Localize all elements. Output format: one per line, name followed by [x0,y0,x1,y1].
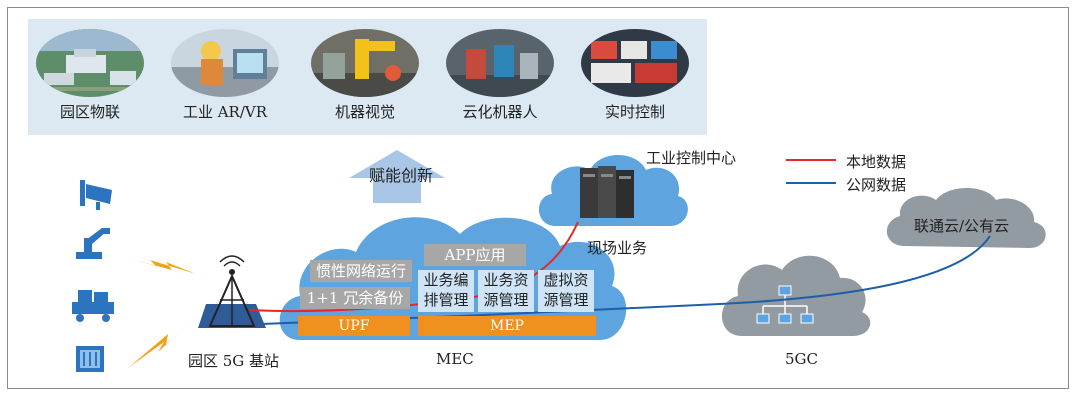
virtual-resource-box: 虚拟资源管理 [538,270,594,312]
robot-arm-icon [76,228,110,259]
app-realtime-control: 实时控制 [575,19,695,135]
server-rack-icon [580,166,634,218]
agv-icon [72,290,114,322]
redundancy-box: 1+1 冗余备份 [300,287,410,309]
park-iot-image [36,29,144,97]
app-machine-vision: 机器视觉 [305,19,425,135]
base-station-label: 园区 5G 基站 [188,352,280,370]
core-network-cloud [721,255,871,336]
app-park-iot: 园区物联 [30,19,150,135]
camera-icon [80,180,112,210]
orchestration-box: 业务编排管理 [418,270,474,312]
mep-bar: MEP [418,316,596,336]
up-arrow-icon [349,150,445,203]
app-label: 实时控制 [604,103,665,121]
legend-public-label: 公网数据 [846,176,907,194]
wireless-link-icon [124,257,196,368]
public-cloud [886,188,1046,248]
app-box: APP应用 [424,244,526,266]
control-center-label: 工业控制中心 [646,149,737,167]
realtime-control-image [581,29,689,97]
app-label: 园区物联 [59,103,120,121]
public-cloud-label: 联通云/公有云 [914,217,1010,235]
empower-label: 赋能创新 [369,166,434,185]
app-label: 工业 AR/VR [182,103,268,121]
cloud-robot-image [446,29,554,97]
application-panel: 园区物联 工业 AR/VR 机器视觉 [28,19,707,135]
core-network-label: 5GC [785,350,819,368]
resource-box: 业务资源管理 [478,270,534,312]
onsite-business-label: 现场业务 [587,239,648,257]
ar-vr-image [171,29,279,97]
app-cloud-robot: 云化机器人 [440,19,560,135]
inertial-network-box: 惯性网络运行 [310,260,412,282]
upf-bar: UPF [298,316,410,336]
app-label: 机器视觉 [334,103,395,121]
app-label: 云化机器人 [462,103,538,121]
app-industrial-ar-vr: 工业 AR/VR [165,19,285,135]
machine-vision-image [311,29,419,97]
legend-local-label: 本地数据 [846,153,907,171]
mec-label: MEC [436,350,474,368]
base-station-icon [198,255,266,328]
diagram-frame [7,7,1069,389]
controller-icon [76,346,104,372]
